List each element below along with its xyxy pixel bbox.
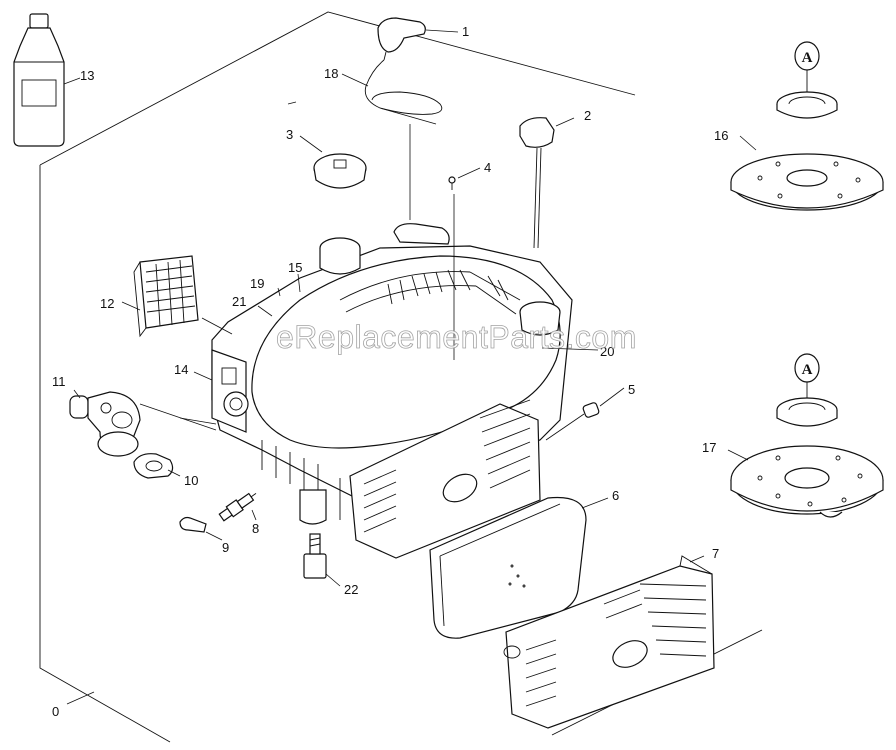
part-9-plug-boot[interactable] xyxy=(179,516,207,533)
callout-0: 0 xyxy=(52,704,59,719)
callout-1: 1 xyxy=(462,24,469,39)
leader-lines xyxy=(63,29,757,705)
part-17-adapter-plate[interactable] xyxy=(730,397,884,518)
detail-badge-a-top: A xyxy=(794,41,820,92)
part-6-muffler[interactable] xyxy=(429,496,587,639)
callout-labels: 1 2 3 4 5 6 7 8 9 10 11 12 13 14 15 16 1… xyxy=(52,24,728,719)
part-13-oil-bottle[interactable] xyxy=(13,13,65,147)
callout-9: 9 xyxy=(222,540,229,555)
svg-text:A: A xyxy=(802,50,813,66)
part-5-cap[interactable] xyxy=(582,402,600,418)
callout-7: 7 xyxy=(712,546,719,561)
callout-14: 14 xyxy=(174,362,188,377)
callout-12: 12 xyxy=(100,296,114,311)
callout-10: 10 xyxy=(184,473,198,488)
callout-13: 13 xyxy=(80,68,94,83)
callout-4: 4 xyxy=(484,160,491,175)
callout-19: 19 xyxy=(250,276,264,291)
part-12-air-filter[interactable] xyxy=(133,255,199,338)
watermark: eReplacementParts.com xyxy=(276,319,637,355)
part-22-standoff[interactable] xyxy=(303,533,327,579)
muffler-guard[interactable] xyxy=(349,399,541,559)
part-16-adapter-plate[interactable] xyxy=(730,91,884,211)
svg-text:A: A xyxy=(802,362,813,378)
detail-badge-a-bottom: A xyxy=(794,353,820,398)
callout-8: 8 xyxy=(252,521,259,536)
callout-20: 20 xyxy=(600,344,614,359)
callout-18: 18 xyxy=(324,66,338,81)
part-11-carburetor[interactable] xyxy=(69,391,141,457)
callout-17: 17 xyxy=(702,440,716,455)
callout-3: 3 xyxy=(286,127,293,142)
part-10-gasket[interactable] xyxy=(133,453,174,479)
part-7-heat-shield[interactable] xyxy=(503,555,715,729)
part-2-dipstick[interactable] xyxy=(519,117,555,249)
callout-21: 21 xyxy=(232,294,246,309)
callout-6: 6 xyxy=(612,488,619,503)
callout-11: 11 xyxy=(52,374,66,389)
part-1-starter-handle[interactable] xyxy=(377,17,426,61)
part-8-spark-plug[interactable] xyxy=(218,488,259,522)
callout-5: 5 xyxy=(628,382,635,397)
callout-22: 22 xyxy=(344,582,358,597)
part-3-fuel-cap[interactable] xyxy=(313,153,367,189)
part-4-screw[interactable] xyxy=(448,176,456,190)
callout-15: 15 xyxy=(288,260,302,275)
callout-16: 16 xyxy=(714,128,728,143)
callout-2: 2 xyxy=(584,108,591,123)
part-18-starter-rope[interactable] xyxy=(364,59,443,125)
